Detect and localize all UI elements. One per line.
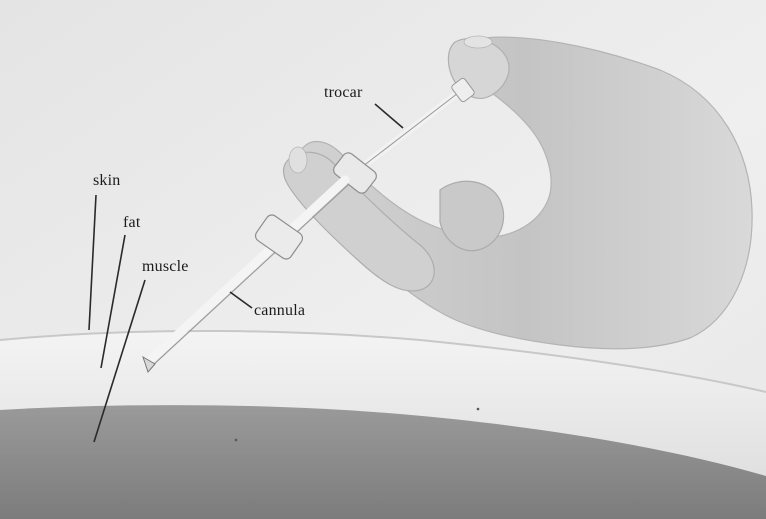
label-skin: skin xyxy=(93,172,120,190)
thumb-nail xyxy=(464,36,492,48)
label-trocar: trocar xyxy=(324,84,363,102)
speck xyxy=(235,439,238,442)
label-fat: fat xyxy=(123,214,140,232)
label-cannula: cannula xyxy=(254,302,305,320)
label-muscle: muscle xyxy=(142,258,189,276)
speck xyxy=(477,408,480,411)
hand-finger-curl xyxy=(440,181,504,250)
finger-nail xyxy=(289,147,307,173)
